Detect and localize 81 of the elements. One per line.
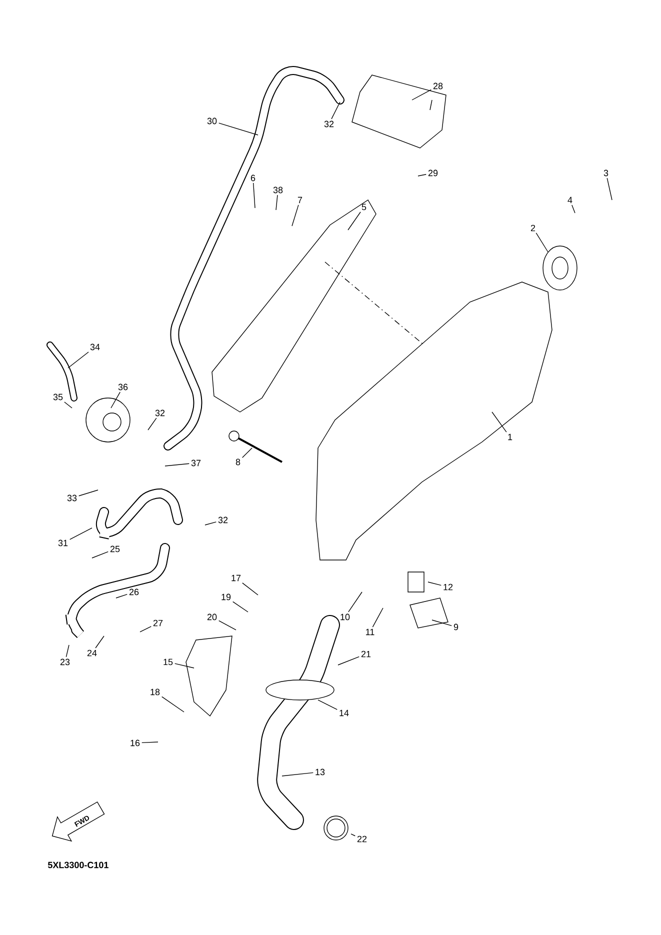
callout-number: 25 [110, 546, 120, 552]
leader-line [78, 490, 98, 496]
callout-number: 26 [129, 588, 139, 596]
callout-number: 31 [58, 540, 68, 546]
callout-number: 11 [366, 628, 374, 636]
leader-line [164, 463, 190, 466]
callout-number: 1 [508, 434, 512, 440]
leader-line [606, 178, 612, 200]
callout-number: 32 [218, 516, 228, 524]
callout-number: 19 [222, 594, 231, 600]
leader-line [276, 194, 278, 210]
callout-number: 38 [273, 186, 283, 194]
leader-line [242, 448, 252, 458]
callout-number: 21 [361, 650, 371, 658]
leader-line [536, 232, 548, 252]
callout-number: 23 [60, 658, 70, 666]
callout-number: 34 [90, 344, 100, 350]
callout-number: 16 [130, 740, 140, 746]
callout-number: 15 [164, 658, 173, 666]
callout-number: 12 [444, 584, 453, 590]
callout-number: 3 [604, 170, 608, 176]
callout-number: 24 [87, 650, 97, 656]
callout-number: 27 [153, 620, 163, 626]
callout-number: 4 [568, 196, 572, 204]
callout-number: 10 [340, 614, 350, 620]
leader-line [348, 592, 362, 612]
leader-line [142, 742, 158, 744]
callout-number: 2 [530, 224, 536, 232]
callout-number: 33 [67, 494, 77, 502]
leader-line [318, 700, 338, 710]
leader-line [218, 620, 236, 630]
callout-number: 9 [454, 624, 458, 630]
leader-line [418, 174, 426, 176]
leader-line [148, 418, 157, 430]
leader-line [162, 696, 184, 712]
callout-number: 32 [155, 410, 165, 416]
leader-line [428, 582, 442, 586]
leader-line [348, 212, 361, 230]
leader-line [572, 204, 576, 214]
leader-line [140, 626, 152, 632]
leader-line [492, 412, 507, 432]
callout-number: 5 [362, 204, 366, 210]
leader-line [372, 608, 384, 628]
leader-line [66, 644, 70, 658]
callout-number: 8 [236, 458, 240, 466]
leader-line [282, 772, 314, 776]
leader-line [68, 352, 89, 368]
callout-number: 17 [232, 574, 241, 582]
leader-line [338, 656, 360, 666]
callout-number: 29 [428, 170, 438, 176]
callout-number: 22 [357, 836, 367, 842]
leader-line [350, 834, 356, 836]
callout-number: 6 [250, 174, 256, 182]
callout-number: 28 [433, 82, 443, 90]
leader-line [242, 582, 258, 596]
leader-line [110, 392, 120, 408]
leader-line [92, 551, 108, 558]
callout-number: 30 [207, 118, 217, 124]
leader-line [95, 636, 104, 648]
callout-number: 18 [150, 688, 160, 696]
callout-number: 14 [340, 710, 349, 716]
callout-number: 7 [298, 196, 302, 204]
callout-number: 36 [118, 384, 128, 390]
leader-line [292, 204, 299, 226]
callout-number: 35 [53, 394, 63, 400]
leader-line [218, 122, 258, 136]
callout-number: 32 [324, 120, 334, 128]
leader-line [432, 620, 452, 626]
callout-number: 13 [316, 768, 325, 776]
leader-line [116, 594, 128, 598]
callout-number: 37 [191, 460, 201, 466]
leader-line [412, 89, 432, 100]
leader-line [252, 182, 256, 208]
leader-line [64, 402, 72, 408]
drawing-number: 5XL3300-C101 [48, 862, 108, 868]
leader-line [70, 528, 92, 540]
leader-line [174, 663, 194, 668]
leader-line [204, 522, 216, 526]
leader-line [331, 102, 340, 120]
leader-line [232, 601, 248, 612]
callout-number: 20 [207, 614, 217, 620]
